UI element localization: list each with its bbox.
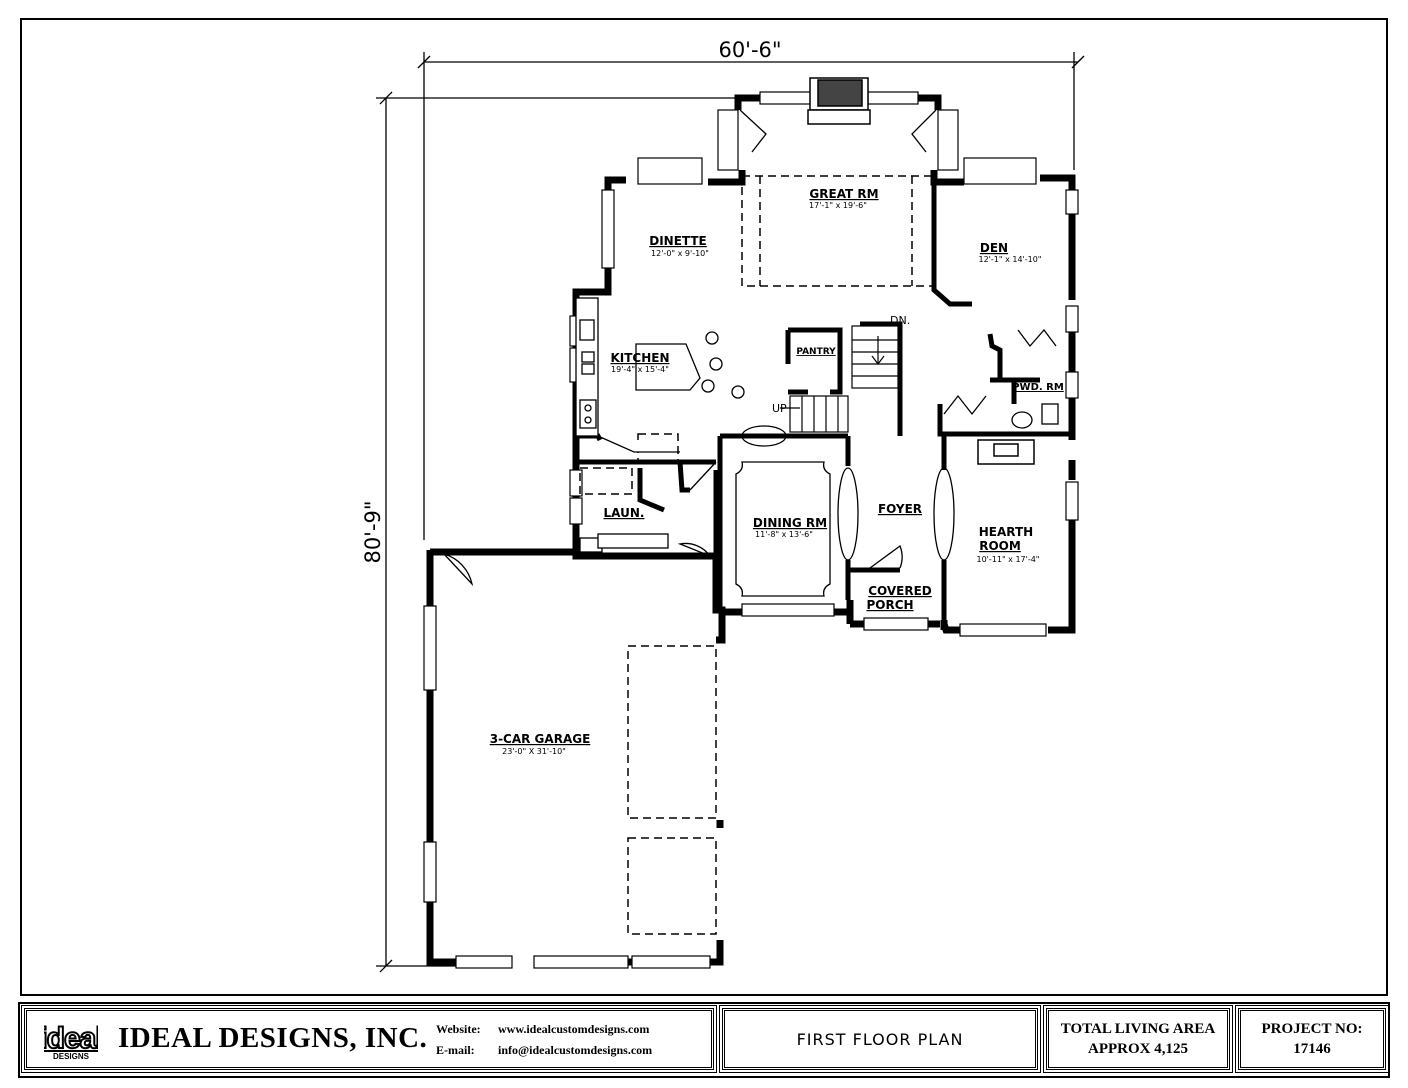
plan-title: FIRST FLOOR PLAN bbox=[796, 1029, 964, 1049]
email-label: E-mail: bbox=[436, 1043, 475, 1057]
foyer-label: FOYER bbox=[878, 502, 922, 516]
dining-table bbox=[735, 461, 831, 597]
stairs bbox=[780, 325, 899, 433]
email-link[interactable]: info@idealcustomdesigns.com bbox=[498, 1043, 653, 1057]
door-swings bbox=[443, 109, 1057, 587]
dashed-outlines bbox=[579, 175, 935, 935]
hearth-room-size: 10'-11" x 17'-4" bbox=[977, 555, 1040, 564]
fireplace bbox=[807, 77, 1035, 465]
dining-rm-size: 11'-8" x 13'-6" bbox=[755, 530, 813, 539]
plan-title-box bbox=[719, 1005, 1041, 1073]
dimension-lines bbox=[376, 52, 1085, 973]
laun-label: LAUN. bbox=[604, 506, 645, 520]
hearth-room-label-2: ROOM bbox=[979, 539, 1021, 553]
stair-up-label: UP bbox=[772, 402, 787, 415]
kitchen-label: KITCHEN bbox=[610, 351, 669, 365]
dinette-label: DINETTE bbox=[649, 234, 707, 248]
hearth-room-label-1: HEARTH bbox=[979, 525, 1033, 539]
great-rm-label: GREAT RM bbox=[809, 187, 878, 201]
email-row: E-mail: info@idealcustomdesigns.com bbox=[436, 1043, 652, 1058]
kitchen-size: 19'-4" x 15'-4" bbox=[611, 365, 669, 374]
kitchen-fixtures bbox=[575, 297, 745, 553]
company-name: IDEAL DESIGNS, INC. bbox=[118, 1022, 428, 1054]
dinette-size: 12'-0" x 9'-10" bbox=[651, 249, 709, 258]
project-number: 17146 bbox=[1293, 1041, 1331, 1057]
exterior-walls bbox=[426, 94, 1076, 966]
garage-label: 3-CAR GARAGE bbox=[490, 732, 591, 746]
floor-plan: 60'-6" 80'-9" bbox=[361, 38, 1085, 973]
depth-dimension: 80'-9" bbox=[361, 500, 385, 563]
windows bbox=[423, 91, 1079, 969]
website-link[interactable]: www.idealcustomdesigns.com bbox=[498, 1022, 650, 1036]
den-size: 12'-1" x 14'-10" bbox=[979, 255, 1042, 264]
pwd-rm-label: PWD. RM bbox=[1012, 382, 1064, 393]
pantry-label: PANTRY bbox=[796, 347, 836, 357]
website-row: Website: www.idealcustomdesigns.com bbox=[436, 1022, 649, 1037]
width-dimension: 60'-6" bbox=[718, 38, 781, 62]
covered-porch-label-2: PORCH bbox=[866, 598, 913, 612]
dining-rm-label: DINING RM bbox=[753, 516, 827, 530]
company-box bbox=[21, 1005, 717, 1073]
project-label: PROJECT NO: bbox=[1261, 1021, 1363, 1037]
great-rm-size: 17'-1" x 19'-6" bbox=[809, 201, 867, 210]
den-label: DEN bbox=[980, 241, 1008, 255]
project-box bbox=[1235, 1005, 1389, 1073]
area-box bbox=[1043, 1005, 1233, 1073]
logo-text-bottom: DESIGNS bbox=[53, 1052, 90, 1060]
stair-down-label: DN. bbox=[890, 314, 910, 327]
company-logo: ideal DESIGNS bbox=[44, 1021, 98, 1060]
powder-room-fixtures bbox=[1011, 403, 1059, 429]
covered-porch-label-1: COVERED bbox=[868, 584, 932, 598]
area-line-2: APPROX 4,125 bbox=[1088, 1041, 1188, 1057]
website-label: Website: bbox=[436, 1022, 481, 1036]
area-line-1: TOTAL LIVING AREA bbox=[1060, 1021, 1216, 1037]
drawing-frame bbox=[20, 18, 1388, 996]
project-info: PROJECT NO: 17146 bbox=[1238, 1008, 1386, 1070]
living-area: TOTAL LIVING AREA APPROX 4,125 bbox=[1046, 1008, 1230, 1070]
title-block bbox=[18, 1002, 1390, 1078]
garage-size: 23'-0" X 31'-10" bbox=[502, 747, 566, 756]
